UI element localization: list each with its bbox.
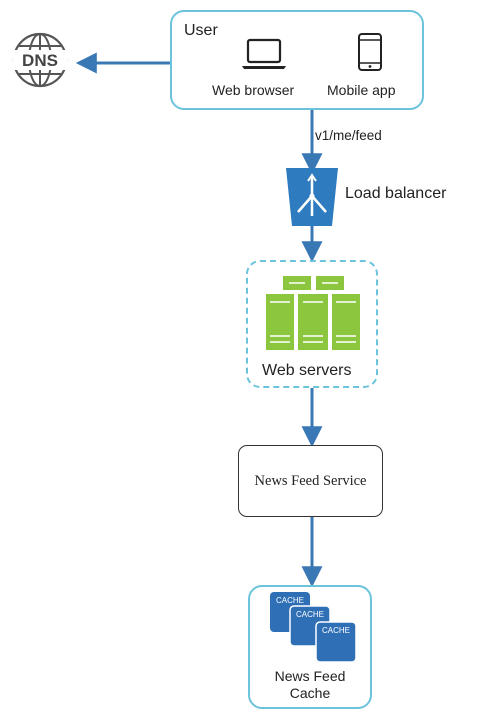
- user-box: User Web browser Mobile app: [170, 10, 424, 110]
- news-feed-service-box: News Feed Service: [238, 445, 383, 517]
- web-browser-label: Web browser: [212, 82, 295, 98]
- news-feed-service-label: News Feed Service: [254, 472, 367, 489]
- cache-tile-3: [315, 621, 357, 663]
- user-title: User: [184, 22, 218, 39]
- cache-tile-text-3: CACHE: [322, 626, 350, 635]
- web-servers-box: [246, 260, 378, 388]
- load-balancer-label: Load balancer: [345, 185, 447, 202]
- mobile-app-label: Mobile app: [327, 82, 396, 98]
- dns-label: DNS: [22, 51, 58, 70]
- cache-tile-text-1: CACHE: [276, 596, 304, 605]
- laptop-icon: [242, 38, 286, 69]
- cache-label-line1: News Feed: [274, 668, 346, 684]
- cache-label-line2: Cache: [289, 685, 331, 701]
- cache-stack-icon: CACHE CACHE CACHE: [270, 592, 357, 663]
- globe-icon: [12, 32, 68, 88]
- server-rack-icon: [266, 276, 360, 350]
- load-balancer-icon: [286, 168, 338, 226]
- request-path-label: v1/me/feed: [315, 128, 382, 143]
- cache-tile-text-2: CACHE: [296, 610, 324, 619]
- phone-icon: [358, 33, 382, 71]
- news-feed-cache-label: News Feed Cache: [248, 668, 372, 702]
- web-servers-label: Web servers: [262, 362, 352, 379]
